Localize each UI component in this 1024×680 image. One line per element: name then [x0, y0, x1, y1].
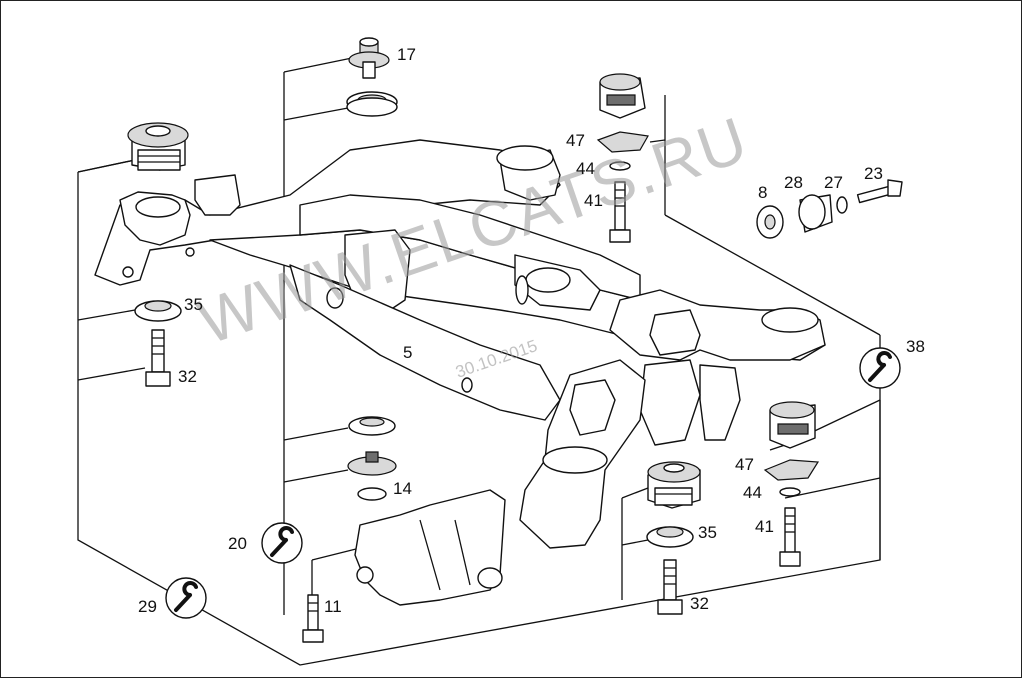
- label-32-left: 32: [178, 367, 197, 386]
- label-23: 23: [864, 164, 883, 183]
- label-41-bottom: 41: [755, 517, 774, 536]
- wrench-icon-20: [261, 522, 303, 564]
- wrench-icon-29: [165, 577, 207, 619]
- label-35-right: 35: [698, 523, 717, 542]
- label-11: 11: [324, 597, 342, 616]
- bushing-group: [756, 179, 903, 239]
- axle-carrier-part-5: [94, 139, 826, 549]
- differential-housing: [354, 489, 506, 606]
- right-lower-mount-stack: [646, 461, 701, 615]
- right-rear-mount-stack: [763, 401, 820, 567]
- wrench-icon-38: [859, 347, 901, 389]
- label-20: 20: [228, 534, 247, 553]
- label-27: 27: [824, 173, 843, 192]
- label-32-right: 32: [690, 594, 709, 613]
- label-47-bottom: 47: [735, 455, 754, 474]
- label-28: 28: [784, 173, 803, 192]
- label-5: 5: [403, 343, 412, 362]
- mount-17-stack: [346, 37, 398, 117]
- label-38: 38: [906, 337, 925, 356]
- bolt-11: [302, 594, 324, 643]
- label-14: 14: [393, 479, 412, 498]
- label-47-top: 47: [566, 131, 585, 150]
- label-8: 8: [758, 183, 767, 202]
- label-44-top: 44: [576, 159, 595, 178]
- label-17: 17: [397, 45, 416, 64]
- center-mount-14-stack: [347, 416, 397, 501]
- left-mount-stack: [127, 122, 189, 387]
- right-front-mount-stack: [596, 73, 649, 243]
- label-35-left: 35: [184, 295, 203, 314]
- label-29: 29: [138, 597, 157, 616]
- label-44-bottom: 44: [743, 483, 762, 502]
- label-41-top: 41: [584, 191, 603, 210]
